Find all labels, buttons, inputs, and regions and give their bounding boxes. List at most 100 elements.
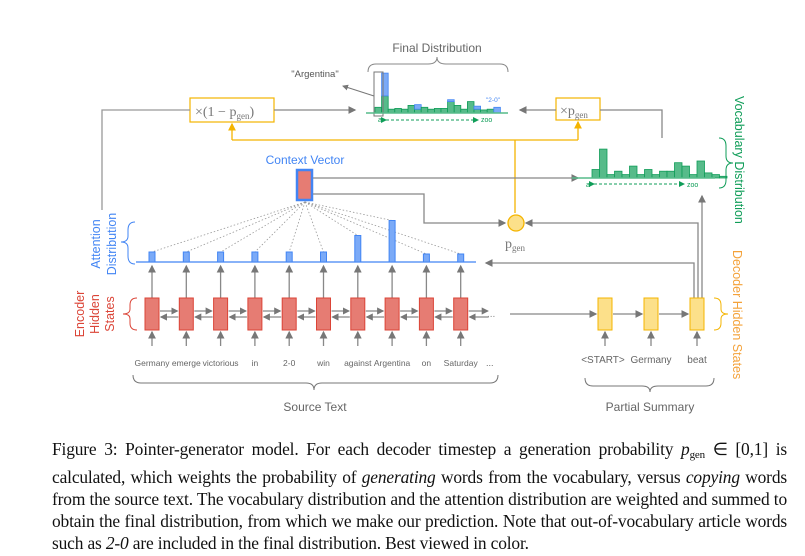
encoder-brace <box>122 297 138 331</box>
source-text-brace <box>132 374 499 391</box>
attention-dotted-line <box>304 201 427 255</box>
context-to-pgen-arrow <box>313 193 507 227</box>
pointer-generator-diagram: Final Distribution "Argentina" a zoo "2-… <box>73 41 746 414</box>
source-word: win <box>316 358 330 368</box>
attention-label-line1: Attention <box>89 219 103 268</box>
vocab-bar <box>719 175 728 179</box>
final-attention-bar <box>381 72 389 97</box>
final-attention-bar <box>414 104 422 110</box>
context-vector-label: Context Vector <box>266 153 345 167</box>
source-word: emerge <box>172 358 201 368</box>
encoder-state <box>178 297 194 331</box>
caption-suffix: are included in the final distribution. … <box>128 533 529 553</box>
attention-to-final-line <box>101 109 190 210</box>
final-vocab-bar <box>466 101 475 114</box>
encoder-state <box>316 297 331 331</box>
final-vocab-bar <box>453 105 462 114</box>
attention-bar <box>388 220 396 263</box>
attention-dotted-line <box>220 201 306 253</box>
caption-mid2: words from the source text. The vocabula… <box>52 467 787 553</box>
final-attention-bar <box>473 105 481 110</box>
decoder-hidden-states <box>597 297 705 346</box>
times-pgen-label: ×pgen <box>560 104 588 120</box>
summary-word: beat <box>687 355 707 366</box>
attention-bar <box>457 253 465 263</box>
vocabulary-distribution-label: Vocabulary Distribution <box>732 96 746 224</box>
source-word: against <box>344 358 372 368</box>
caption-range: ∈ [0,1] is calculated, which weights the… <box>52 439 787 487</box>
source-ellipsis: ... <box>486 358 494 368</box>
one-minus-pgen-label: ×(1 − pgen) <box>195 105 254 121</box>
source-word: Argentina <box>374 358 411 368</box>
one-minus-pgen-box <box>189 97 275 123</box>
final-distribution-brace <box>367 56 509 73</box>
decoder-state <box>597 297 613 331</box>
caption-two-zero: 2-0 <box>105 533 129 553</box>
vocab-bar <box>659 170 668 179</box>
attention-dotted-line <box>186 201 306 253</box>
times-pgen-box <box>555 97 601 121</box>
encoder-state <box>281 297 297 331</box>
decoder-state <box>689 297 705 331</box>
attention-bar <box>148 251 156 263</box>
vocab-bar <box>599 148 608 179</box>
encoder-ellipsis: ... <box>487 309 495 320</box>
vocab-bar <box>696 160 705 179</box>
argentina-highlight-box <box>373 71 384 117</box>
attention-bar <box>182 251 190 263</box>
caption-mid1: words from the vocabulary, versus <box>435 467 686 487</box>
encoder-state <box>247 297 263 331</box>
caption-generating: generating <box>361 467 436 487</box>
attention-bar <box>217 251 225 263</box>
attention-dotted-line <box>254 201 306 253</box>
argentina-annotation: "Argentina" <box>291 69 338 80</box>
two-zero-annotation: "2-0" <box>486 97 501 104</box>
final-distribution-label: Final Distribution <box>392 41 481 55</box>
partial-summary-brace <box>584 377 715 393</box>
decoder-brace <box>713 297 729 331</box>
attention-dotted-line <box>304 201 461 255</box>
encoder-hidden-states <box>144 264 489 346</box>
attention-dotted-lines <box>151 201 461 255</box>
encoder-state <box>453 297 469 331</box>
source-word: in <box>252 358 259 368</box>
caption-copying: copying <box>685 467 740 487</box>
source-word: victorious <box>203 358 239 368</box>
attention-dotted-line <box>304 201 324 253</box>
summary-word: <START> <box>581 355 625 366</box>
final-vocab-bar <box>407 105 415 114</box>
source-word: 2-0 <box>283 358 296 368</box>
encoder-state <box>213 297 229 331</box>
argentina-pointer-arrow <box>342 84 375 97</box>
figure-caption: Figure 3: Pointer-generator model. For e… <box>52 438 787 554</box>
vocab-bar <box>644 169 653 179</box>
source-word: Saturday <box>444 358 479 368</box>
attention-distribution-chart <box>148 220 465 263</box>
decoder-state <box>643 297 659 331</box>
pgen-label: pgen <box>505 237 525 253</box>
final-vocab-bar <box>420 106 429 114</box>
attention-label-line2: Distribution <box>105 213 119 276</box>
decoder-hidden-states-label: Decoder Hidden States <box>730 250 744 379</box>
attention-brace <box>120 221 136 265</box>
partial-summary-label: Partial Summary <box>606 400 695 414</box>
vocab-bar <box>704 172 713 179</box>
vocab-distribution-brace <box>718 137 734 189</box>
attention-bar <box>422 253 430 263</box>
attention-dotted-line <box>151 201 306 253</box>
attention-bar <box>285 251 293 263</box>
summary-word: Germany <box>630 355 671 366</box>
vocab-to-times-pgen-line <box>600 109 663 138</box>
vocab-bar <box>674 162 683 179</box>
partial-summary-words: <START> Germany beat <box>581 355 707 366</box>
source-word: on <box>422 358 432 368</box>
vocab-bar <box>681 165 690 179</box>
attention-bar <box>251 251 259 263</box>
vocab-axis-zoo-label: zoo <box>687 182 698 189</box>
encoder-state <box>418 297 434 331</box>
attention-bar <box>320 251 327 263</box>
source-word: Germany <box>135 358 171 368</box>
final-axis-zoo-label: zoo <box>481 117 492 124</box>
vocab-bar <box>614 170 623 179</box>
